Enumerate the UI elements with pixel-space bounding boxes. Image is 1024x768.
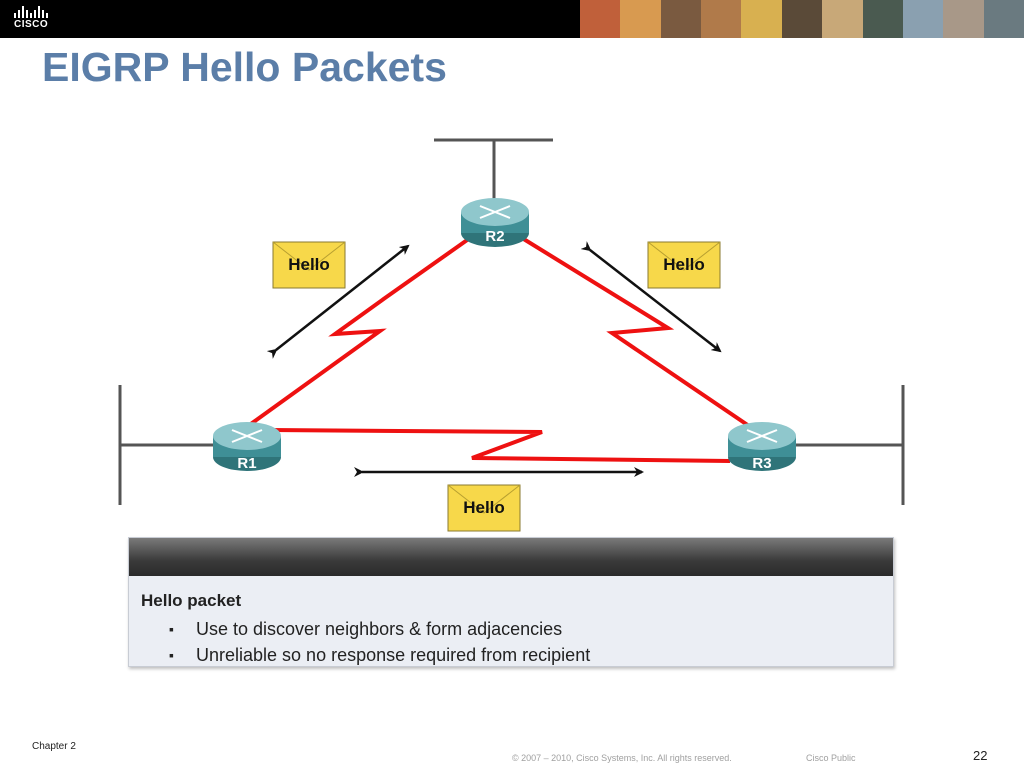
- router-label-r2: R2: [485, 228, 505, 245]
- cisco-logo-text: CISCO: [14, 19, 49, 30]
- bullet-icon: ▪: [169, 621, 174, 637]
- header-photo: [781, 0, 823, 38]
- slide-title: EIGRP Hello Packets: [42, 44, 447, 90]
- hello-envelope-bottom: Hello: [448, 485, 520, 531]
- hello-envelope-left: Hello: [273, 242, 345, 288]
- router-label-r1: R1: [237, 455, 257, 472]
- infobox-header-bar: [129, 538, 893, 576]
- infobox-title: Hello packet: [141, 591, 242, 610]
- hello-packet-infobox: Hello packet ▪ Use to discover neighbors …: [128, 537, 894, 667]
- header-photo: [620, 0, 661, 38]
- router-r2-icon: [461, 198, 529, 247]
- router-r3-icon: [728, 422, 796, 471]
- bullet-text: Unreliable so no response required from …: [196, 645, 591, 665]
- header-photo: [943, 0, 984, 38]
- bullet-icon: ▪: [169, 647, 174, 663]
- hello-arrow-r2-r3: [580, 241, 722, 353]
- footer-copyright: © 2007 – 2010, Cisco Systems, Inc. All r…: [512, 753, 732, 763]
- footer-classification: Cisco Public: [806, 753, 856, 763]
- hello-envelope-bottom-icon: [447, 484, 521, 532]
- header-photo: [983, 0, 1024, 38]
- header-photo: [822, 0, 863, 38]
- header-photo: [862, 0, 903, 38]
- list-item: ▪ Use to discover neighbors & form adjace…: [169, 616, 590, 642]
- hello-envelope-left-icon: [272, 241, 346, 289]
- router-label-r3: R3: [752, 455, 772, 472]
- envelope-label: Hello: [288, 255, 330, 274]
- lan-segment-r3: [790, 385, 905, 505]
- lan-segment-r2: [434, 138, 553, 205]
- header-photo: [902, 0, 944, 38]
- bullet-text: Use to discover neighbors & form adjacen…: [196, 619, 563, 639]
- header-photo: [701, 0, 742, 38]
- serial-link-r1-r3: [269, 428, 731, 463]
- page-number: 22: [973, 748, 988, 763]
- top-banner: CISCO: [0, 0, 1024, 38]
- header-photo: [741, 0, 782, 38]
- header-photo-strip: [580, 0, 1024, 38]
- header-photo: [660, 0, 702, 38]
- envelope-label: Hello: [463, 498, 505, 517]
- hello-envelope-right: Hello: [648, 242, 720, 288]
- list-item: ▪ Unreliable so no response required from…: [169, 642, 590, 668]
- footer-chapter: Chapter 2: [32, 741, 76, 752]
- hello-envelope-right-icon: [647, 241, 721, 289]
- router-r1-icon: [213, 422, 281, 471]
- network-diagram: [118, 138, 905, 532]
- header-photo: [580, 0, 621, 38]
- envelope-label: Hello: [663, 255, 705, 274]
- hello-arrow-r1-r2: [266, 244, 410, 359]
- lan-segment-r1: [118, 385, 220, 505]
- cisco-logo-icon: [14, 6, 48, 18]
- infobox-bullet-list: ▪ Use to discover neighbors & form adjace…: [169, 616, 590, 668]
